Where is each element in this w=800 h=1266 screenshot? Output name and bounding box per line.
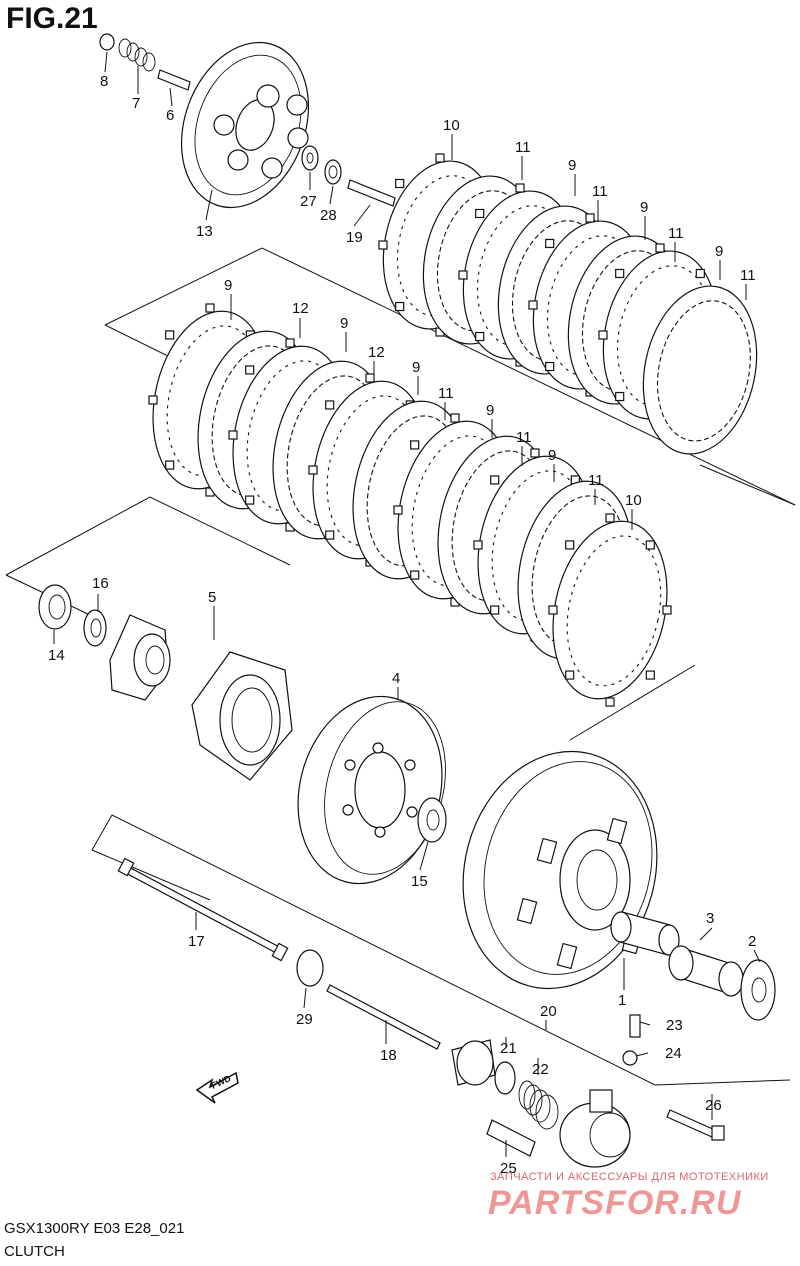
part-label-p11b: 11 — [592, 183, 608, 200]
part-label-p18: 18 — [380, 1047, 397, 1064]
part-label-p21: 21 — [500, 1040, 517, 1057]
forward-direction-arrow: FWD — [195, 1071, 239, 1104]
model-code: GSX1300RY E03 E28_021 — [4, 1220, 185, 1237]
middle-plate-stack — [148, 303, 672, 707]
part-label-p23: 23 — [666, 1017, 683, 1034]
leader-line-1 — [104, 51, 108, 73]
part-label-p9f: 9 — [412, 359, 420, 376]
part-label-p15: 15 — [411, 873, 428, 890]
hub-washer — [83, 609, 107, 647]
part-label-p11g: 11 — [588, 472, 604, 489]
part-label-p13: 13 — [196, 223, 213, 240]
needle-bearing — [668, 945, 744, 997]
leader-line-4 — [205, 189, 213, 221]
part-label-p9h: 9 — [548, 447, 556, 464]
clutch-sleeve-hub — [297, 695, 446, 885]
part-label-p9g: 9 — [486, 402, 494, 419]
part-label-p27: 27 — [300, 193, 317, 210]
part-label-p7: 7 — [132, 95, 140, 112]
watermark-logo: PARTSFOR.RU — [488, 1184, 742, 1222]
leader-line-3 — [169, 87, 173, 107]
leader-line-41 — [639, 1021, 651, 1026]
part-label-p3: 3 — [706, 910, 714, 927]
part-label-p28: 28 — [320, 207, 337, 224]
primary-driven-gear-assembly — [462, 750, 658, 990]
watermark-subtitle: ЗАПЧАСТИ И АКСЕССУАРЫ ДЛЯ МОТОТЕХНИКИ — [490, 1171, 769, 1183]
release-piston — [451, 1039, 496, 1086]
bleeder-screw — [629, 1014, 641, 1038]
leader-line-7 — [353, 204, 371, 227]
clutch-sleeve-hub-assembly — [109, 614, 293, 781]
part-label-p14: 14 — [48, 647, 65, 664]
upper-plate-stack — [378, 153, 758, 455]
push-rod-long — [117, 857, 289, 962]
part-label-p11d: 11 — [740, 267, 756, 284]
part-label-p22: 22 — [532, 1061, 549, 1078]
leader-line-33 — [753, 949, 761, 963]
thrust-washer — [417, 797, 447, 843]
part-label-p10a: 10 — [443, 117, 460, 134]
shaft-group-outline — [91, 814, 791, 1086]
part-label-p20: 20 — [540, 1003, 557, 1020]
part-number-labels: 8761327281910119119119119129129119119111… — [48, 73, 756, 1177]
part-label-p26: 26 — [705, 1097, 722, 1114]
part-label-p6: 6 — [166, 107, 174, 124]
spring-and-bolt-set — [99, 33, 191, 91]
leader-line-36 — [303, 987, 307, 1009]
gear-washer — [740, 959, 776, 1021]
dowel-pin — [486, 1119, 536, 1157]
part-label-p11a: 11 — [515, 139, 531, 156]
release-oil-seal — [494, 1061, 516, 1095]
cylinder-bolt — [666, 1109, 725, 1141]
lifter-bearing-set — [301, 145, 396, 207]
part-label-p11e: 11 — [438, 385, 454, 402]
part-label-p12a: 12 — [292, 300, 309, 317]
figure-title: FIG.21 — [6, 2, 98, 35]
part-label-p12b: 12 — [368, 344, 385, 361]
leader-line-32 — [699, 927, 713, 941]
part-label-p19: 19 — [346, 229, 363, 246]
upper-plate-8 — [642, 285, 758, 455]
pressure-plate — [180, 41, 310, 209]
leader-line-42 — [635, 1052, 649, 1057]
part-label-p2: 2 — [748, 933, 756, 950]
spacer-sleeve — [610, 911, 680, 956]
part-label-p11f: 11 — [516, 429, 532, 446]
part-label-p9d: 9 — [224, 277, 232, 294]
part-label-p5: 5 — [208, 589, 216, 606]
release-cylinder-body — [559, 1089, 631, 1168]
part-label-p9e: 9 — [340, 315, 348, 332]
release-spring — [518, 1080, 559, 1130]
section-name: CLUTCH — [4, 1243, 65, 1260]
part-label-p24: 24 — [665, 1045, 682, 1062]
part-label-p9c: 9 — [715, 243, 723, 260]
part-label-p16: 16 — [92, 575, 109, 592]
part-label-p9b: 9 — [640, 199, 648, 216]
leader-line-6 — [329, 185, 334, 205]
part-label-p1: 1 — [618, 992, 626, 1009]
push-rod-washer — [296, 949, 324, 987]
leader-lines — [53, 51, 761, 1157]
push-rod-short — [326, 984, 441, 1050]
part-label-p8: 8 — [100, 73, 108, 90]
part-label-p29: 29 — [296, 1011, 313, 1028]
part-label-p17: 17 — [188, 933, 205, 950]
bleeder-gasket — [622, 1050, 638, 1066]
part-label-p4: 4 — [392, 670, 400, 687]
part-label-p25: 25 — [500, 1160, 517, 1177]
leader-line-31 — [419, 841, 429, 871]
part-label-p9a: 9 — [568, 157, 576, 174]
middle-plate-11 — [548, 513, 672, 707]
part-label-p11c: 11 — [668, 225, 684, 242]
hub-nut — [38, 584, 72, 630]
part-label-p10b: 10 — [625, 492, 642, 509]
